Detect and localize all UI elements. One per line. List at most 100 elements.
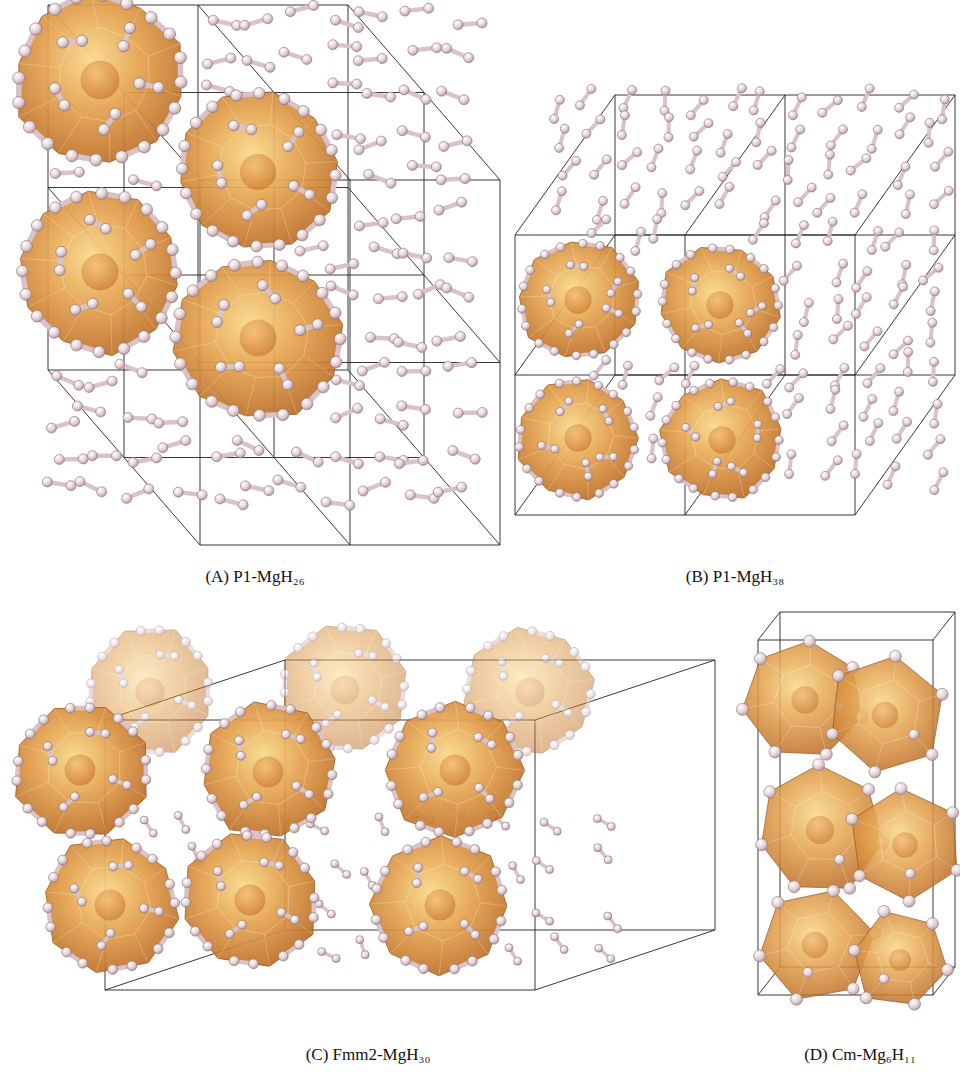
hydrogen-atom — [365, 332, 375, 342]
hydrogen-atom — [602, 355, 611, 364]
hydrogen-atom — [394, 459, 404, 469]
hydrogen-atom — [128, 727, 138, 737]
hydrogen-atom — [54, 454, 64, 464]
polyhedron-edge — [517, 628, 526, 654]
hydrogen-atom — [865, 84, 874, 93]
hydrogen-atom — [769, 323, 778, 332]
h2-molecule — [852, 293, 872, 319]
hydrogen-atom — [653, 393, 662, 402]
h2-molecule — [532, 909, 554, 925]
h2-molecule — [130, 239, 156, 261]
h2-molecule — [832, 259, 848, 287]
hydrogen-atom — [649, 434, 658, 443]
h2-molecule — [664, 113, 674, 142]
hydrogen-atom — [787, 450, 796, 459]
hydrogen-atom — [399, 682, 408, 691]
hydrogen-atom — [311, 723, 321, 733]
hydrogen-atom — [609, 340, 618, 349]
hydrogen-atom — [238, 920, 247, 929]
hydrogen-atom — [541, 654, 550, 663]
h2-molecule — [616, 253, 635, 275]
hydrogen-atom — [775, 436, 784, 445]
h2-molecule — [13, 72, 25, 109]
hydrogen-atom — [532, 857, 540, 865]
hydrogen-atom — [381, 639, 390, 648]
hydrogen-atom — [176, 163, 187, 174]
hydrogen-atom — [843, 321, 852, 330]
h2-molecule — [746, 302, 766, 317]
hydrogen-atom — [132, 843, 142, 853]
polyhedron-edge — [455, 701, 458, 729]
hydrogen-atom — [372, 884, 382, 894]
hydrogen-atom — [466, 666, 475, 675]
hydrogen-atom — [155, 626, 164, 635]
h2-molecule — [647, 434, 658, 463]
hydrogen-atom — [928, 377, 937, 386]
h2-molecule — [682, 423, 700, 440]
hydrogen-atom — [826, 141, 835, 150]
hydrogen-atom — [100, 223, 111, 234]
h2-molecule — [251, 239, 285, 252]
polyhedron-edge — [455, 804, 459, 837]
hydrogen-atom — [901, 162, 910, 171]
hydrogen-atom — [505, 732, 515, 742]
h2-molecule — [662, 401, 680, 424]
h2-molecule — [273, 475, 306, 492]
hydrogen-atom — [889, 350, 898, 359]
hydrogen-atom — [212, 839, 222, 849]
h2-molecule — [852, 267, 872, 293]
hydrogen-atom — [386, 781, 396, 791]
polyhedron-edge — [758, 428, 781, 431]
hydrogen-atom — [191, 208, 202, 219]
h2-molecule — [709, 457, 721, 478]
hydrogen-atom — [39, 715, 49, 725]
h2-molecule — [331, 860, 351, 879]
hydrogen-atom — [726, 245, 735, 254]
h2-molecule — [57, 35, 88, 48]
hydrogen-atom — [448, 446, 458, 456]
h2-molecule — [158, 436, 191, 453]
h2-molecule — [491, 867, 507, 895]
h2-molecule — [283, 127, 305, 152]
mg-polyhedron — [12, 703, 151, 839]
h2-molecule — [122, 484, 154, 503]
h2-molecule — [240, 481, 274, 496]
hydrogen-atom — [572, 493, 581, 502]
h2-molecule — [448, 446, 480, 465]
hydrogen-atom — [101, 729, 110, 738]
hydrogen-atom — [590, 170, 599, 179]
hydrogen-atom — [570, 647, 579, 656]
hydrogen-atom — [876, 364, 885, 373]
h2-molecule — [154, 417, 188, 428]
hydrogen-atom — [774, 301, 783, 310]
h2-molecule — [688, 348, 713, 363]
hydrogen-atom — [614, 277, 622, 285]
hydrogen-atom — [415, 211, 425, 221]
h2-molecule — [397, 126, 430, 142]
h2-molecule — [82, 836, 111, 848]
hydrogen-atom — [174, 358, 186, 370]
h2-molecule — [749, 473, 770, 494]
h2-molecule — [519, 266, 534, 291]
hydrogen-atom — [575, 101, 584, 110]
hydrogen-atom — [607, 955, 615, 963]
h2-molecule — [84, 376, 117, 392]
h2-molecule — [17, 265, 32, 300]
polyhedron-edge — [204, 776, 236, 784]
h2-molecule — [663, 319, 681, 343]
hydrogen-atom — [427, 743, 436, 752]
mg-atom — [240, 154, 276, 190]
polyhedron-facet — [218, 861, 289, 934]
h2-molecule — [460, 919, 480, 939]
hydrogen-atom — [215, 494, 225, 504]
polyhedron-facet — [220, 125, 306, 210]
polyhedron-edge — [293, 281, 314, 303]
hydrogen-atom — [138, 141, 150, 153]
hydrogen-atom — [934, 263, 943, 272]
h2-molecule — [301, 381, 329, 410]
polyhedron-edge — [222, 267, 242, 296]
hydrogen-atom — [123, 288, 134, 299]
polyhedron-facet — [691, 271, 757, 335]
hydrogen-atom — [620, 111, 629, 120]
hydrogen-atom — [321, 497, 331, 507]
